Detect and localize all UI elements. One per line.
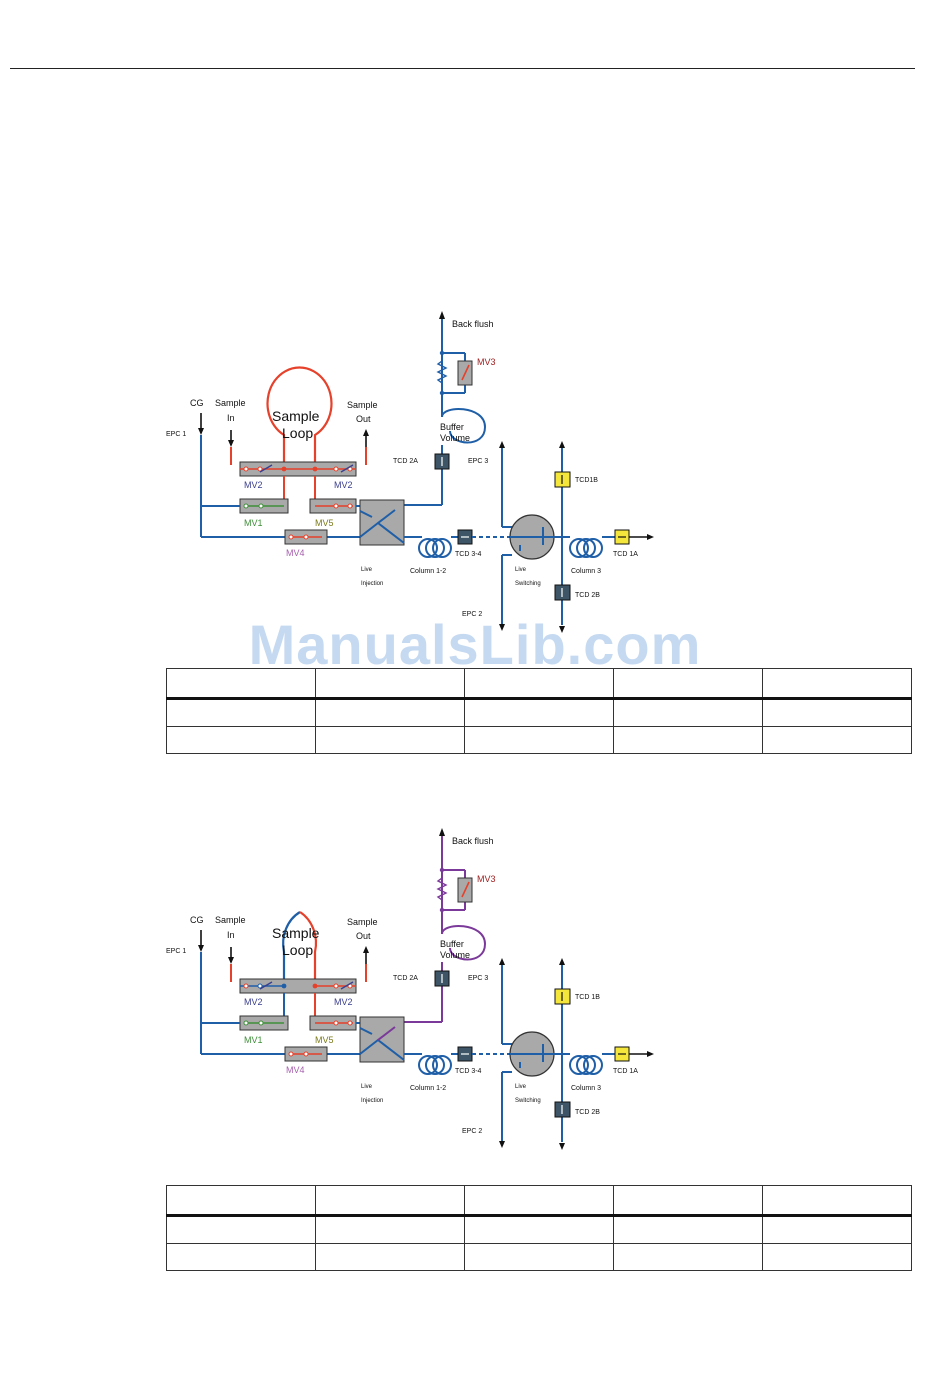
watermark: ManualsLib.com xyxy=(248,613,702,676)
table-1 xyxy=(166,668,912,754)
label-mv5: MV5 xyxy=(315,518,334,528)
label-column12: Column 1-2 xyxy=(410,568,446,575)
label-sample-out-1: Sample xyxy=(347,917,378,927)
label-buffer-2: Volume xyxy=(440,433,470,443)
label-sample-in-2: In xyxy=(227,413,235,423)
label-sample-loop-2: Loop xyxy=(282,942,313,958)
label-cg: CG xyxy=(190,398,204,408)
label-tcd34: TCD 3-4 xyxy=(455,551,482,558)
label-mv3: MV3 xyxy=(477,357,496,367)
label-epc1: EPC 1 xyxy=(166,948,186,955)
label-mv2-right: MV2 xyxy=(334,997,353,1007)
table-2 xyxy=(166,1185,912,1271)
label-live-switching-1: Live xyxy=(515,567,527,573)
label-tcd1b: TCD1B xyxy=(575,477,598,484)
flow-diagram-svg-2: Back flush MV3 CG Sample In Sample Loop … xyxy=(166,828,654,1150)
label-mv2-left: MV2 xyxy=(244,480,263,490)
label-tcd2a: TCD 2A xyxy=(393,458,418,465)
label-mv5: MV5 xyxy=(315,1035,334,1045)
label-buffer-1: Buffer xyxy=(440,422,464,432)
label-sample-in-1: Sample xyxy=(215,915,246,925)
label-tcd34: TCD 3-4 xyxy=(455,1068,482,1075)
label-live-injection-1: Live xyxy=(361,567,373,573)
label-cg: CG xyxy=(190,915,204,925)
label-mv2-right: MV2 xyxy=(334,480,353,490)
label-mv4: MV4 xyxy=(286,548,305,558)
label-tcd1a: TCD 1A xyxy=(613,1068,638,1075)
table-row xyxy=(166,726,912,754)
label-mv3: MV3 xyxy=(477,874,496,884)
table-row xyxy=(166,1215,912,1244)
label-column3: Column 3 xyxy=(571,1085,601,1092)
label-live-injection-2: Injection xyxy=(361,1098,383,1104)
label-live-switching-2: Switching xyxy=(515,581,541,587)
label-mv2-left: MV2 xyxy=(244,997,263,1007)
label-epc3: EPC 3 xyxy=(468,458,488,465)
table-row xyxy=(166,698,912,727)
label-epc1: EPC 1 xyxy=(166,431,186,438)
label-tcd1a: TCD 1A xyxy=(613,551,638,558)
label-tcd2b: TCD 2B xyxy=(575,592,600,599)
flow-diagram-2: Back flush MV3 CG Sample In Sample Loop … xyxy=(160,822,680,1162)
label-buffer-2: Volume xyxy=(440,950,470,960)
label-sample-in-1: Sample xyxy=(215,398,246,408)
label-tcd2a: TCD 2A xyxy=(393,975,418,982)
label-tcd2b: TCD 2B xyxy=(575,1109,600,1116)
flow-diagram-svg-1: Back flush MV3 CG Sample In Sample Loop … xyxy=(166,311,654,633)
label-back-flush: Back flush xyxy=(452,836,494,846)
label-live-switching-2: Switching xyxy=(515,1098,541,1104)
label-epc2: EPC 2 xyxy=(462,1128,482,1135)
label-sample-loop-1: Sample xyxy=(272,925,320,941)
label-tcd1b: TCD 1B xyxy=(575,994,600,1001)
label-live-injection-1: Live xyxy=(361,1084,373,1090)
label-sample-out-1: Sample xyxy=(347,400,378,410)
label-buffer-1: Buffer xyxy=(440,939,464,949)
flow-diagram-1: Back flush MV3 CG Sample In Sample Loop … xyxy=(160,305,680,645)
table-header-row xyxy=(166,668,912,700)
table-row xyxy=(166,1243,912,1271)
label-live-injection-2: Injection xyxy=(361,581,383,587)
label-back-flush: Back flush xyxy=(452,319,494,329)
label-epc3: EPC 3 xyxy=(468,975,488,982)
label-sample-loop-1: Sample xyxy=(272,408,320,424)
top-rule xyxy=(10,68,915,69)
label-sample-loop-2: Loop xyxy=(282,425,313,441)
label-column12: Column 1-2 xyxy=(410,1085,446,1092)
label-mv4: MV4 xyxy=(286,1065,305,1075)
table-header-row xyxy=(166,1185,912,1217)
label-epc2: EPC 2 xyxy=(462,611,482,618)
label-column3: Column 3 xyxy=(571,568,601,575)
label-sample-out-2: Out xyxy=(356,931,371,941)
label-mv1: MV1 xyxy=(244,518,263,528)
label-mv1: MV1 xyxy=(244,1035,263,1045)
label-sample-in-2: In xyxy=(227,930,235,940)
label-live-switching-1: Live xyxy=(515,1084,527,1090)
label-sample-out-2: Out xyxy=(356,414,371,424)
